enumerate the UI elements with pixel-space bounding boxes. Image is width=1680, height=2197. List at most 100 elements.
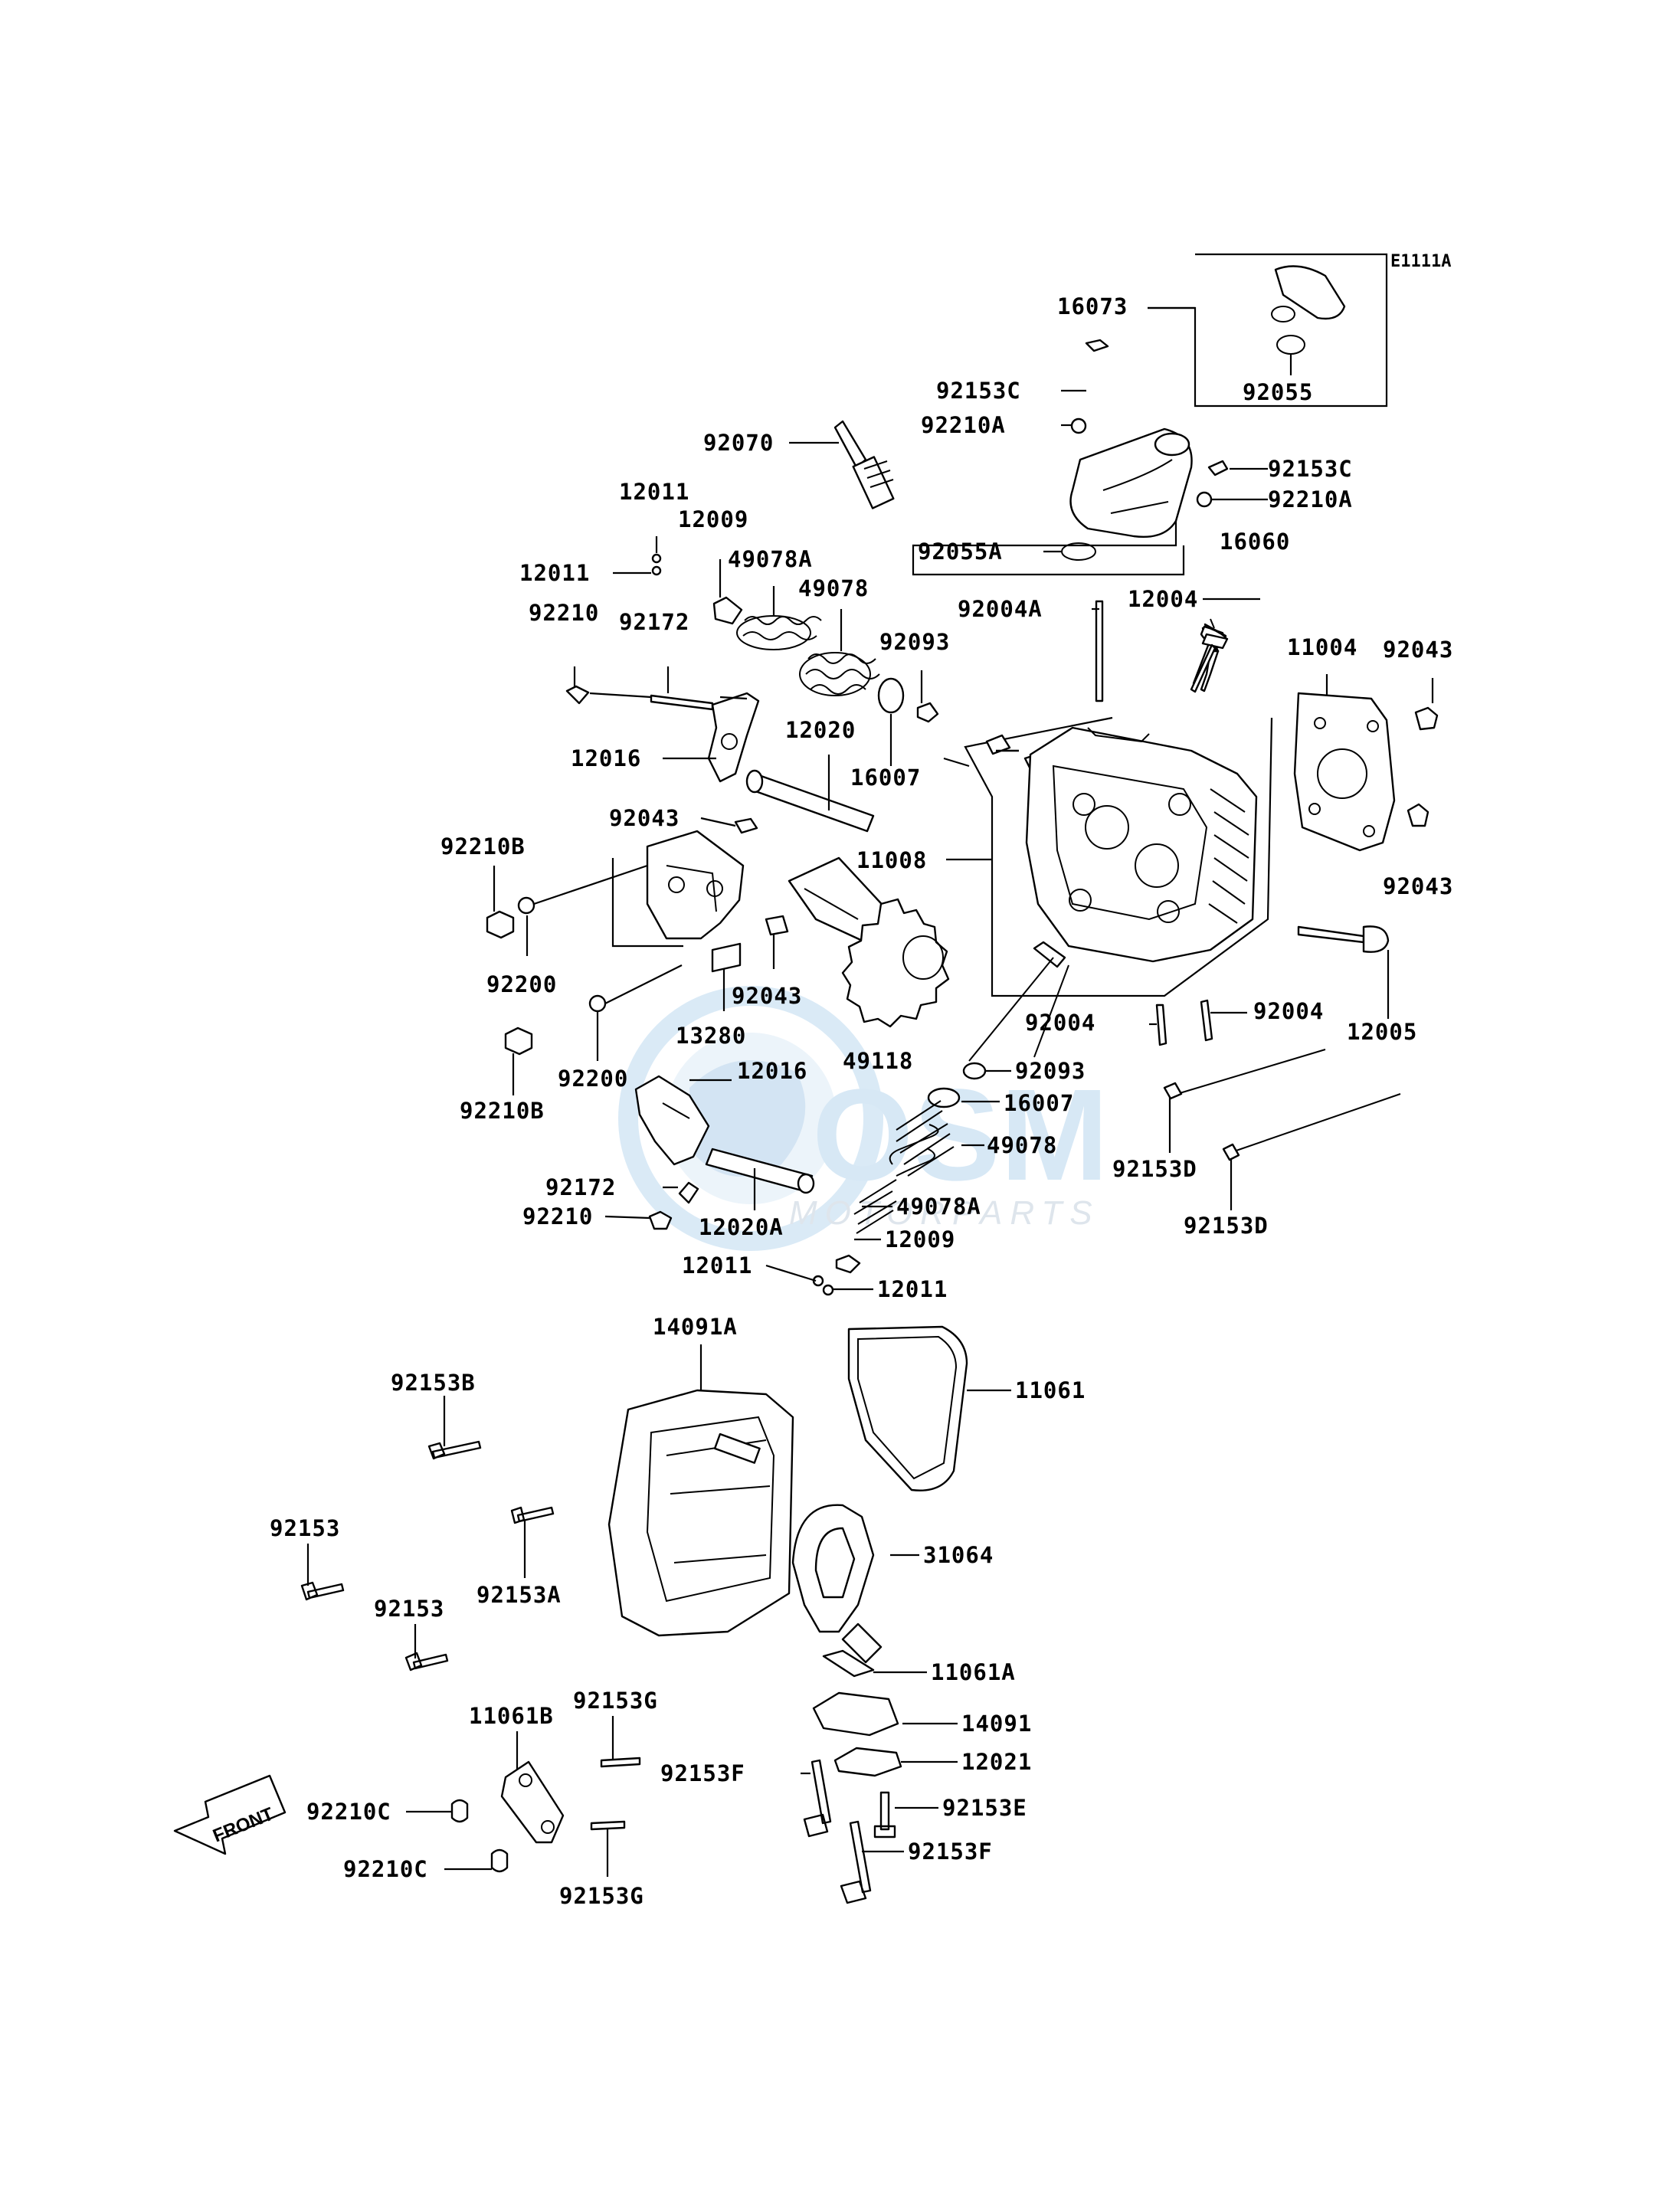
cap-92093-b bbox=[962, 1062, 987, 1080]
label-92153B: 92153B bbox=[391, 1370, 476, 1396]
intake-pipe-16060 bbox=[1069, 427, 1193, 538]
bolt-92093-front bbox=[985, 734, 1019, 755]
cotter-92004-a bbox=[1155, 1004, 1167, 1046]
label-92004-a: 92004 bbox=[1025, 1010, 1095, 1036]
plate-14091 bbox=[812, 1691, 899, 1737]
label-92153E: 92153E bbox=[942, 1795, 1027, 1821]
label-92093-b: 92093 bbox=[1015, 1058, 1086, 1084]
label-92200-b: 92200 bbox=[558, 1066, 628, 1092]
nut-92210B-b bbox=[504, 1026, 533, 1056]
plate-11061B bbox=[500, 1760, 565, 1844]
label-92210A-a: 92210A bbox=[921, 412, 1006, 438]
stud-lower bbox=[1033, 964, 1069, 1058]
label-12004: 12004 bbox=[1128, 586, 1198, 612]
bolt-92153A bbox=[510, 1506, 555, 1524]
label-92153A: 92153A bbox=[476, 1582, 562, 1608]
label-16007-b: 16007 bbox=[1004, 1090, 1074, 1116]
label-92210-a: 92210 bbox=[529, 600, 599, 626]
collet-12011-b bbox=[651, 565, 662, 576]
shaft-92172-a bbox=[650, 694, 714, 711]
label-11061: 11061 bbox=[1015, 1377, 1086, 1403]
rocker-arm-12016-a bbox=[707, 692, 760, 783]
retainer-12009-a bbox=[712, 596, 743, 625]
rocker-arm-12016-b bbox=[634, 1075, 710, 1166]
bolt-92153B bbox=[427, 1440, 482, 1460]
bolt-92153-b bbox=[404, 1652, 449, 1671]
label-92210C-b: 92210C bbox=[343, 1856, 428, 1882]
label-92172-a: 92172 bbox=[619, 609, 689, 635]
plate-11061B-hole-b bbox=[541, 1820, 555, 1834]
label-31064: 31064 bbox=[923, 1542, 994, 1568]
label-92153C-a: 92153C bbox=[936, 378, 1021, 404]
bolt-92153F-a bbox=[803, 1759, 832, 1838]
label-92200-a: 92200 bbox=[486, 971, 557, 997]
leader-lines bbox=[306, 306, 1434, 1877]
stud-92153G-a bbox=[600, 1757, 641, 1768]
label-92210C-a: 92210C bbox=[306, 1799, 391, 1825]
label-11061A: 11061A bbox=[931, 1659, 1016, 1685]
nut-92210A-b bbox=[1196, 491, 1213, 508]
diagram-ref: E1111A bbox=[1390, 252, 1451, 271]
label-49078-b: 49078 bbox=[987, 1132, 1057, 1158]
label-92172-b: 92172 bbox=[545, 1174, 616, 1200]
label-92043-b: 92043 bbox=[609, 805, 680, 831]
label-92153D-b: 92153D bbox=[1184, 1213, 1269, 1239]
bracket-11008 bbox=[964, 716, 1273, 997]
stud-92153D-b bbox=[1229, 1093, 1401, 1154]
label-92153D-a: 92153D bbox=[1112, 1156, 1197, 1182]
label-92043-a: 92043 bbox=[1383, 637, 1453, 663]
watermark-sub: MOTORPARTS bbox=[789, 1194, 1100, 1232]
label-92093-a: 92093 bbox=[879, 629, 950, 655]
label-12011-a: 12011 bbox=[619, 479, 689, 505]
seal-16007-b bbox=[927, 1087, 961, 1108]
label-92043-c: 92043 bbox=[1383, 873, 1453, 899]
front-arrow-icon: FRONT bbox=[173, 1774, 287, 1855]
washer-92200-b bbox=[588, 994, 607, 1013]
spring-49078-a bbox=[799, 652, 880, 696]
gasket-92055A bbox=[1061, 542, 1096, 561]
label-16060: 16060 bbox=[1220, 529, 1290, 555]
gasket-11061 bbox=[847, 1325, 968, 1491]
nut-92210C-b bbox=[490, 1848, 509, 1873]
label-12005: 12005 bbox=[1347, 1019, 1417, 1045]
label-11004: 11004 bbox=[1287, 634, 1357, 660]
bolt-92153F-b bbox=[840, 1820, 872, 1904]
dowel-92043-d bbox=[765, 915, 789, 936]
label-12009-b: 12009 bbox=[885, 1226, 955, 1252]
label-92153-a: 92153 bbox=[270, 1515, 340, 1541]
label-92210A-b: 92210A bbox=[1268, 486, 1353, 512]
bolt-92153C-b bbox=[1207, 460, 1229, 476]
camshaft-and-sprocket bbox=[788, 856, 950, 1028]
o-ring-92055 bbox=[1276, 335, 1305, 355]
label-11008: 11008 bbox=[856, 847, 927, 873]
stud-92153D-a-head bbox=[1163, 1082, 1183, 1100]
label-49078-a: 49078 bbox=[798, 575, 869, 601]
valve-12005 bbox=[1297, 925, 1390, 953]
shaft-92172-b bbox=[678, 1181, 699, 1204]
label-92004-b: 92004 bbox=[1253, 998, 1324, 1024]
gasket-11004 bbox=[1293, 692, 1396, 852]
label-12020A: 12020A bbox=[699, 1214, 784, 1240]
label-92210B-b: 92210B bbox=[460, 1098, 545, 1124]
label-92210B-a: 92210B bbox=[440, 833, 526, 859]
label-92070: 92070 bbox=[703, 430, 774, 456]
gasket-11061-inner bbox=[857, 1335, 958, 1480]
label-16007-a: 16007 bbox=[850, 765, 921, 791]
stud-49118-line bbox=[968, 957, 1054, 1062]
label-11061B: 11061B bbox=[469, 1703, 554, 1729]
stud-92004A bbox=[1095, 600, 1104, 702]
rocker-shaft-12020A bbox=[705, 1148, 815, 1194]
label-92004A: 92004A bbox=[958, 596, 1043, 622]
dowel-92043-b bbox=[1407, 803, 1429, 827]
label-16073: 16073 bbox=[1057, 293, 1128, 319]
collet-12011-d bbox=[822, 1284, 834, 1296]
bolt-92153E bbox=[873, 1791, 896, 1838]
nut-92210A-a bbox=[1070, 417, 1087, 434]
label-92153C-b: 92153C bbox=[1268, 456, 1353, 482]
label-14091A: 14091A bbox=[653, 1314, 738, 1340]
breather-31064-base bbox=[841, 1622, 883, 1664]
label-12009-a: 12009 bbox=[678, 506, 748, 532]
label-92043-d: 92043 bbox=[732, 983, 802, 1009]
dowel-92043-c bbox=[734, 817, 758, 834]
spring-49078A-a bbox=[736, 615, 822, 650]
